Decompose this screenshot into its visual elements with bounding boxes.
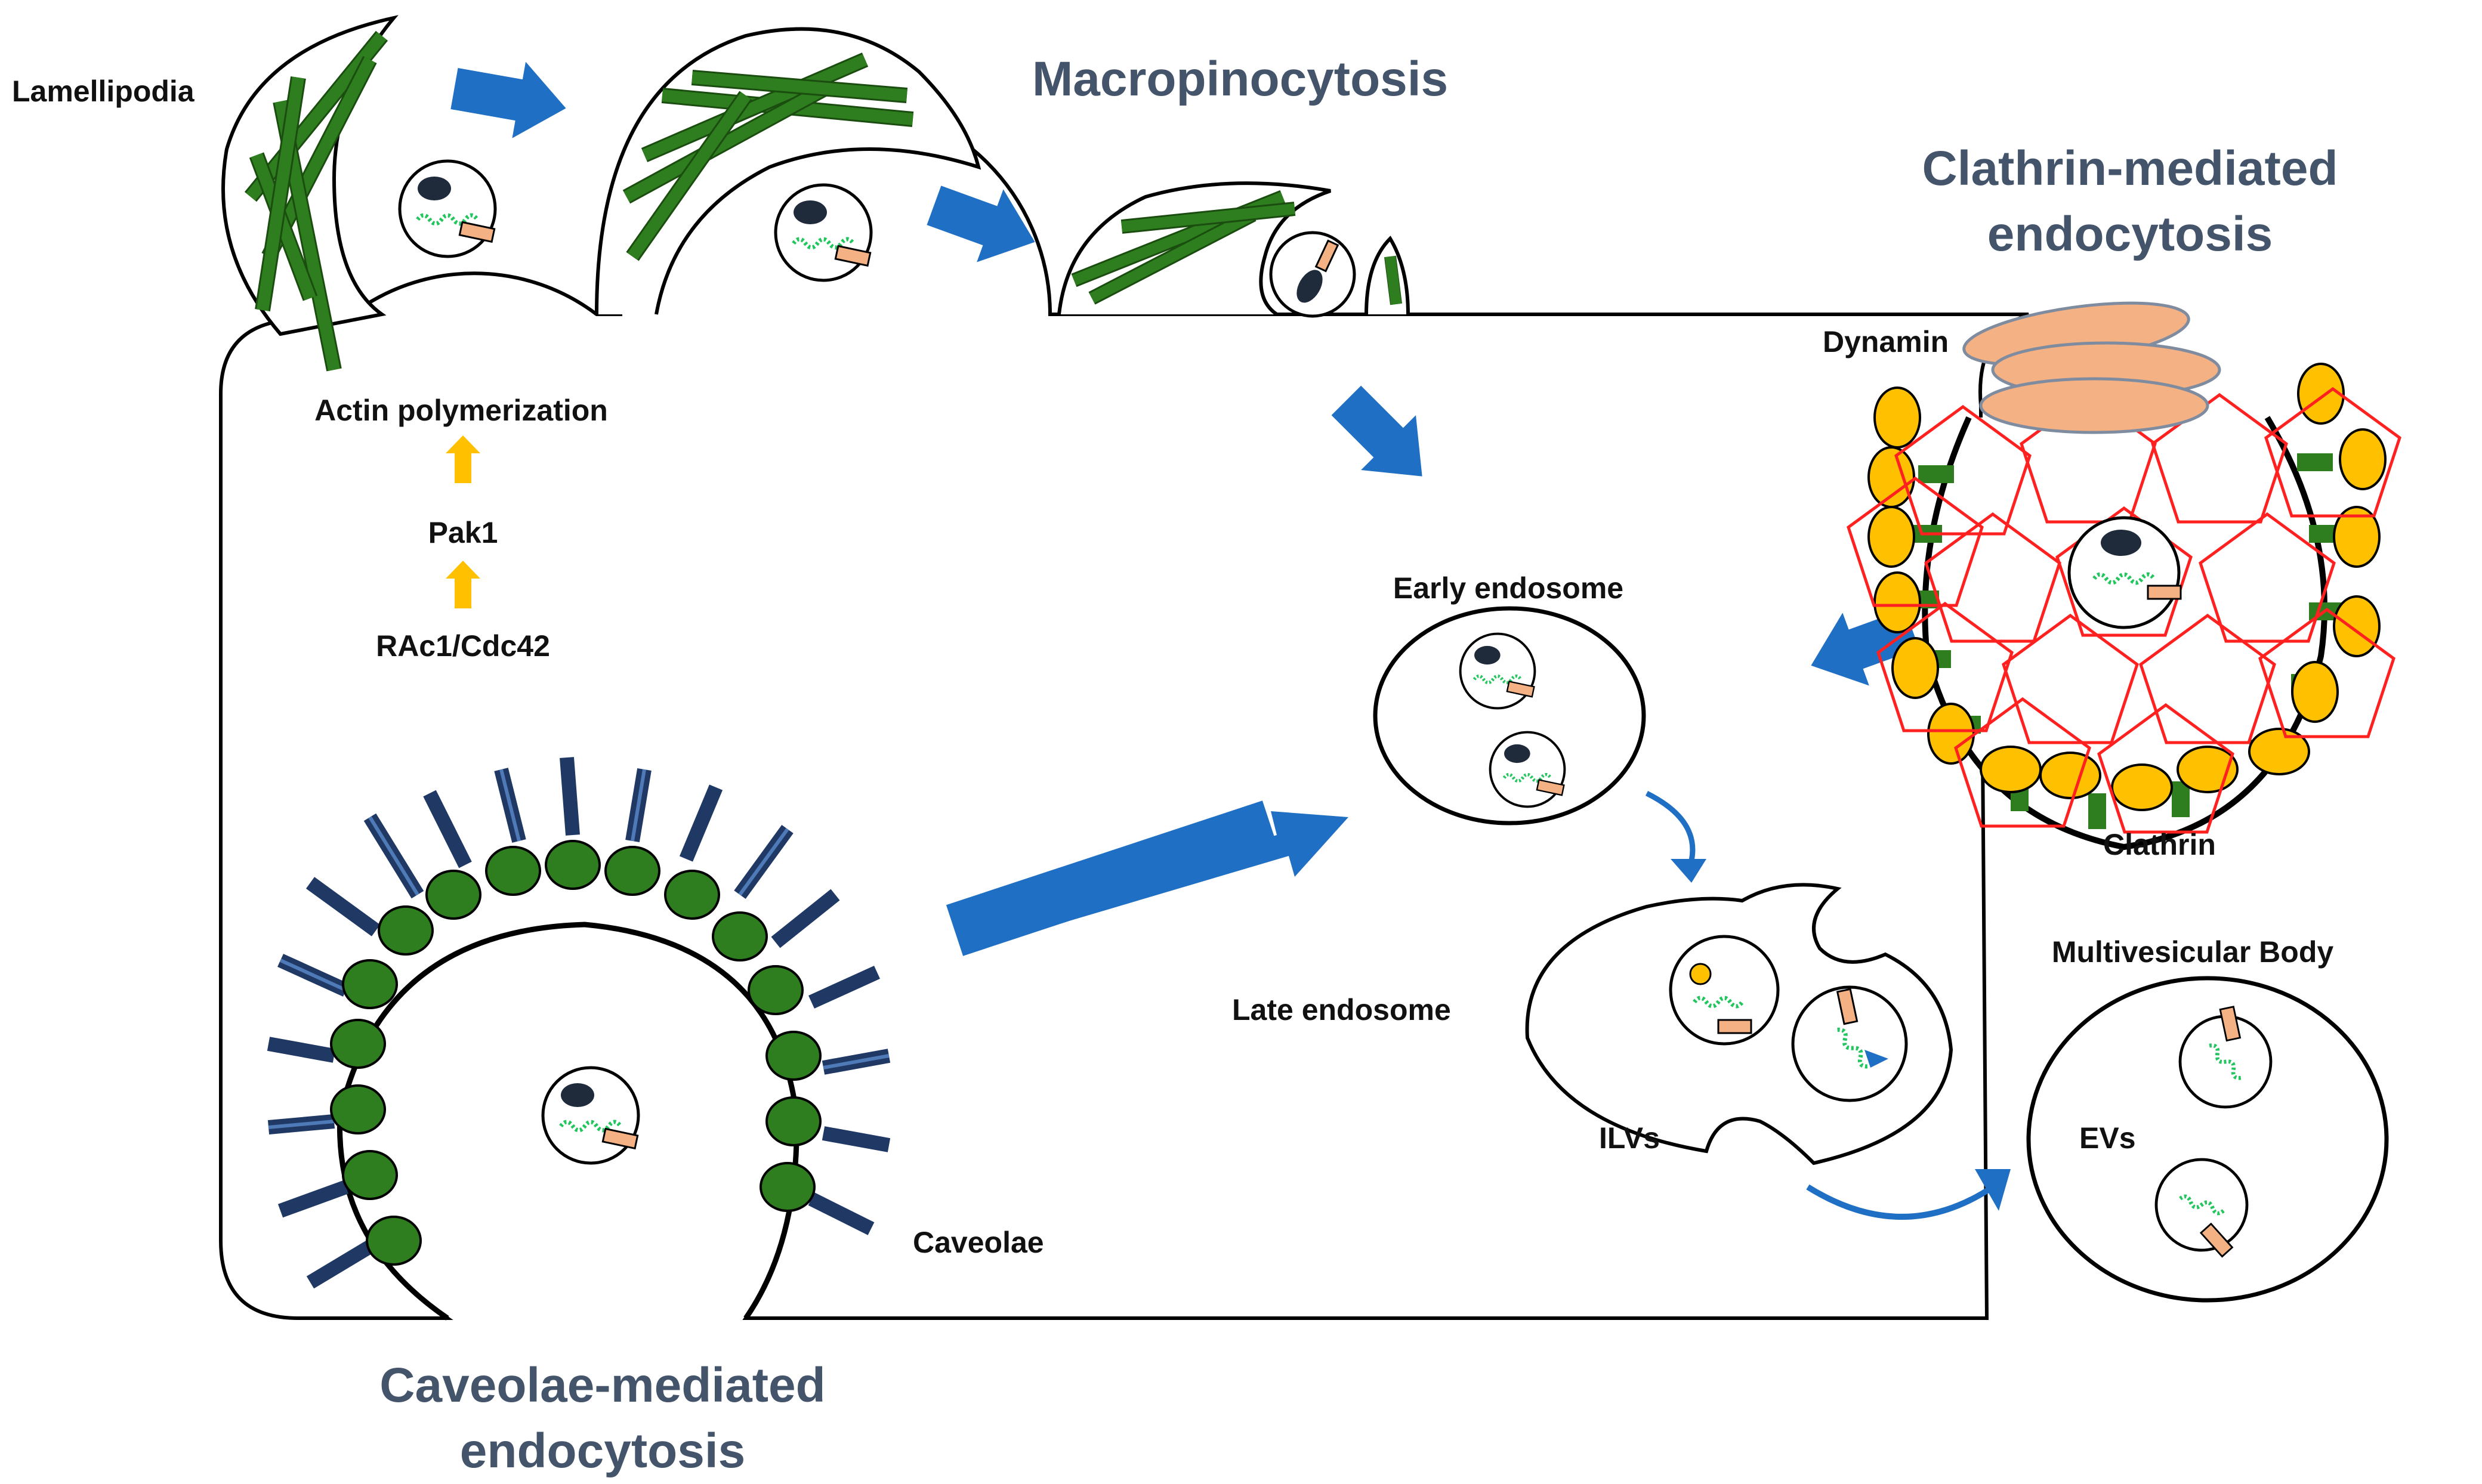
label-dynamin: Dynamin xyxy=(1823,325,1949,358)
cargo-vesicle xyxy=(543,1068,638,1163)
cargo-vesicle xyxy=(400,161,495,256)
title-macropinocytosis: Macropinocytosis xyxy=(1032,52,1448,106)
label-lamellipodia: Lamellipodia xyxy=(12,75,195,108)
early-endosome xyxy=(1373,606,1646,826)
title-caveolae-1: Caveolae-mediated xyxy=(379,1358,825,1412)
title-caveolae-2: endocytosis xyxy=(460,1424,745,1478)
title-clathrin-1: Clathrin-mediated xyxy=(1922,141,2338,196)
label-evs: EVs xyxy=(2079,1121,2136,1155)
label-caveolae: Caveolae xyxy=(913,1226,1044,1259)
label-multivesicular-body: Multivesicular Body xyxy=(2052,935,2334,969)
late-endosome xyxy=(1525,883,1953,1165)
multivesicular-body xyxy=(2026,976,2389,1303)
caveolae-to-early-arrow xyxy=(946,800,1280,956)
label-pak1: Pak1 xyxy=(428,516,498,549)
label-late-endosome: Late endosome xyxy=(1232,993,1451,1027)
cargo-vesicle xyxy=(776,185,871,280)
title-clathrin-2: endocytosis xyxy=(1987,207,2273,261)
label-rac1-cdc42: RAc1/Cdc42 xyxy=(376,629,550,663)
dynamin-rings xyxy=(1962,301,2221,434)
label-clathrin: Clathrin xyxy=(2103,828,2216,861)
macropinocytosis-ruffle-3 xyxy=(1057,181,1410,316)
label-early-endosome: Early endosome xyxy=(1393,571,1623,605)
signaling-arrows xyxy=(446,435,480,608)
macropinocytosis-actin-filaments xyxy=(622,52,914,261)
label-ilvs: ILVs xyxy=(1599,1121,1660,1155)
label-actin-polymerization: Actin polymerization xyxy=(314,394,608,427)
caveolae-pit xyxy=(267,757,891,1321)
clathrin-coated-pit xyxy=(1848,301,2400,851)
lamellipodia-actin-filaments xyxy=(244,30,388,372)
macropinocytosis-actin-filaments xyxy=(1071,190,1402,305)
late-to-mvb-arrow xyxy=(1806,1184,1995,1220)
